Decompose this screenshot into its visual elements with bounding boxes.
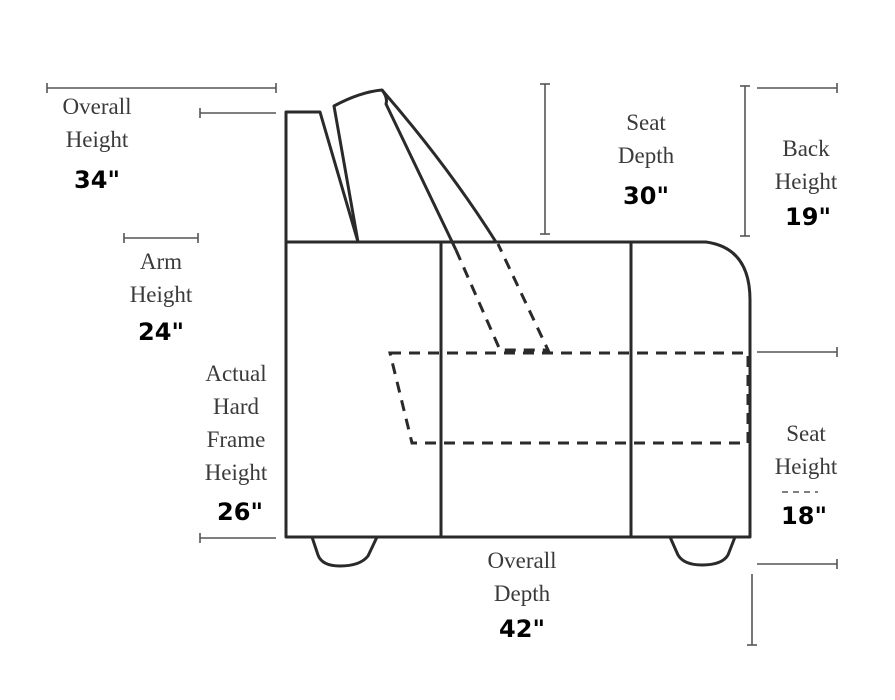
- arm-height-label: Arm Height: [129, 249, 193, 307]
- seat-depth-label: Seat Depth: [617, 110, 675, 168]
- frame-height-label: Actual Hard Frame Height: [204, 361, 268, 485]
- seat-height-label: Seat Height: [774, 421, 838, 479]
- back-height-value: 19": [785, 203, 831, 231]
- arm-back-panel: [284, 110, 360, 243]
- overall-depth-value: 42": [499, 615, 545, 643]
- overall-depth-label: Overall Depth: [487, 548, 557, 606]
- seat-depth-value: 30": [623, 182, 669, 210]
- frame-height-value: 26": [217, 498, 263, 526]
- back-cushion: [332, 88, 498, 243]
- sofa-outline: [284, 88, 752, 568]
- arm-height-value: 24": [138, 318, 184, 346]
- hidden-seat-cushion: [388, 351, 750, 445]
- sofa-body: [284, 240, 752, 539]
- front-foot: [310, 536, 379, 568]
- back-foot: [668, 536, 737, 567]
- overall-height-value: 34": [74, 166, 120, 194]
- hidden-back-cushion: [454, 243, 551, 352]
- back-height-label: Back Height: [774, 136, 838, 194]
- seat-height-value: 18": [781, 502, 827, 530]
- overall-height-label: Overall Height: [62, 94, 132, 152]
- measure-lines: [46, 83, 838, 646]
